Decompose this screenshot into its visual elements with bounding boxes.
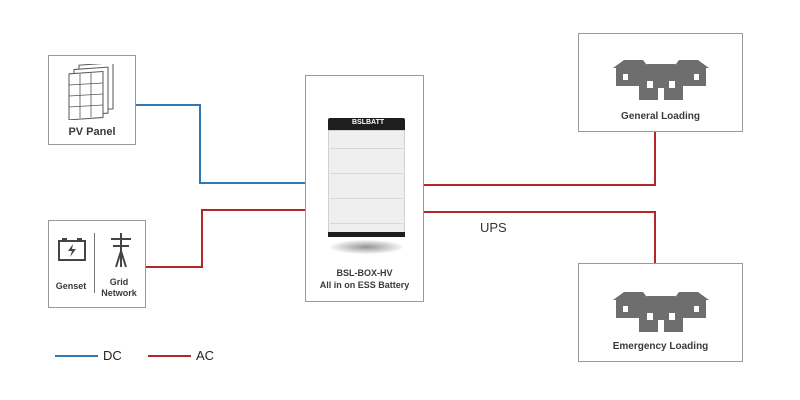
- houses-icon: [613, 292, 709, 332]
- pv-panel-label: PV Panel: [68, 126, 116, 138]
- battery-icon: [58, 238, 86, 261]
- power-tower-icon: [111, 233, 131, 268]
- battery-unit: BSLBATT: [328, 118, 405, 308]
- battery-model: BSL-BOX-HV: [336, 268, 393, 278]
- grid-network-label: Grid Network: [101, 277, 137, 298]
- genset-label: Genset: [55, 281, 87, 291]
- genset-grid-box: Genset Grid Network: [48, 220, 146, 308]
- battery-brand: BSLBATT: [352, 119, 385, 126]
- solar-panel-icon: [68, 64, 114, 120]
- battery-description: All in on ESS Battery: [319, 280, 410, 290]
- general-loading-box: General Loading: [578, 33, 743, 132]
- emergency-loading-label: Emergency Loading: [612, 341, 709, 352]
- ups-label: UPS: [480, 220, 507, 235]
- box-divider: [94, 233, 95, 293]
- legend-dc-label: DC: [103, 348, 122, 363]
- emergency-loading-box: Emergency Loading: [578, 263, 743, 362]
- dc-line-pv: [136, 104, 305, 184]
- ac-line-general: [424, 132, 656, 186]
- general-loading-label: General Loading: [621, 111, 700, 122]
- ac-line-emergency: [424, 211, 656, 263]
- battery-box: BSLBATT BSL-BOX-HV All in on ESS Battery: [305, 75, 424, 302]
- battery-shadow: [330, 240, 403, 254]
- ac-line-grid: [146, 209, 305, 268]
- pv-panel-box: PV Panel: [48, 55, 136, 145]
- houses-icon: [613, 60, 709, 100]
- legend-ac-label: AC: [196, 348, 215, 363]
